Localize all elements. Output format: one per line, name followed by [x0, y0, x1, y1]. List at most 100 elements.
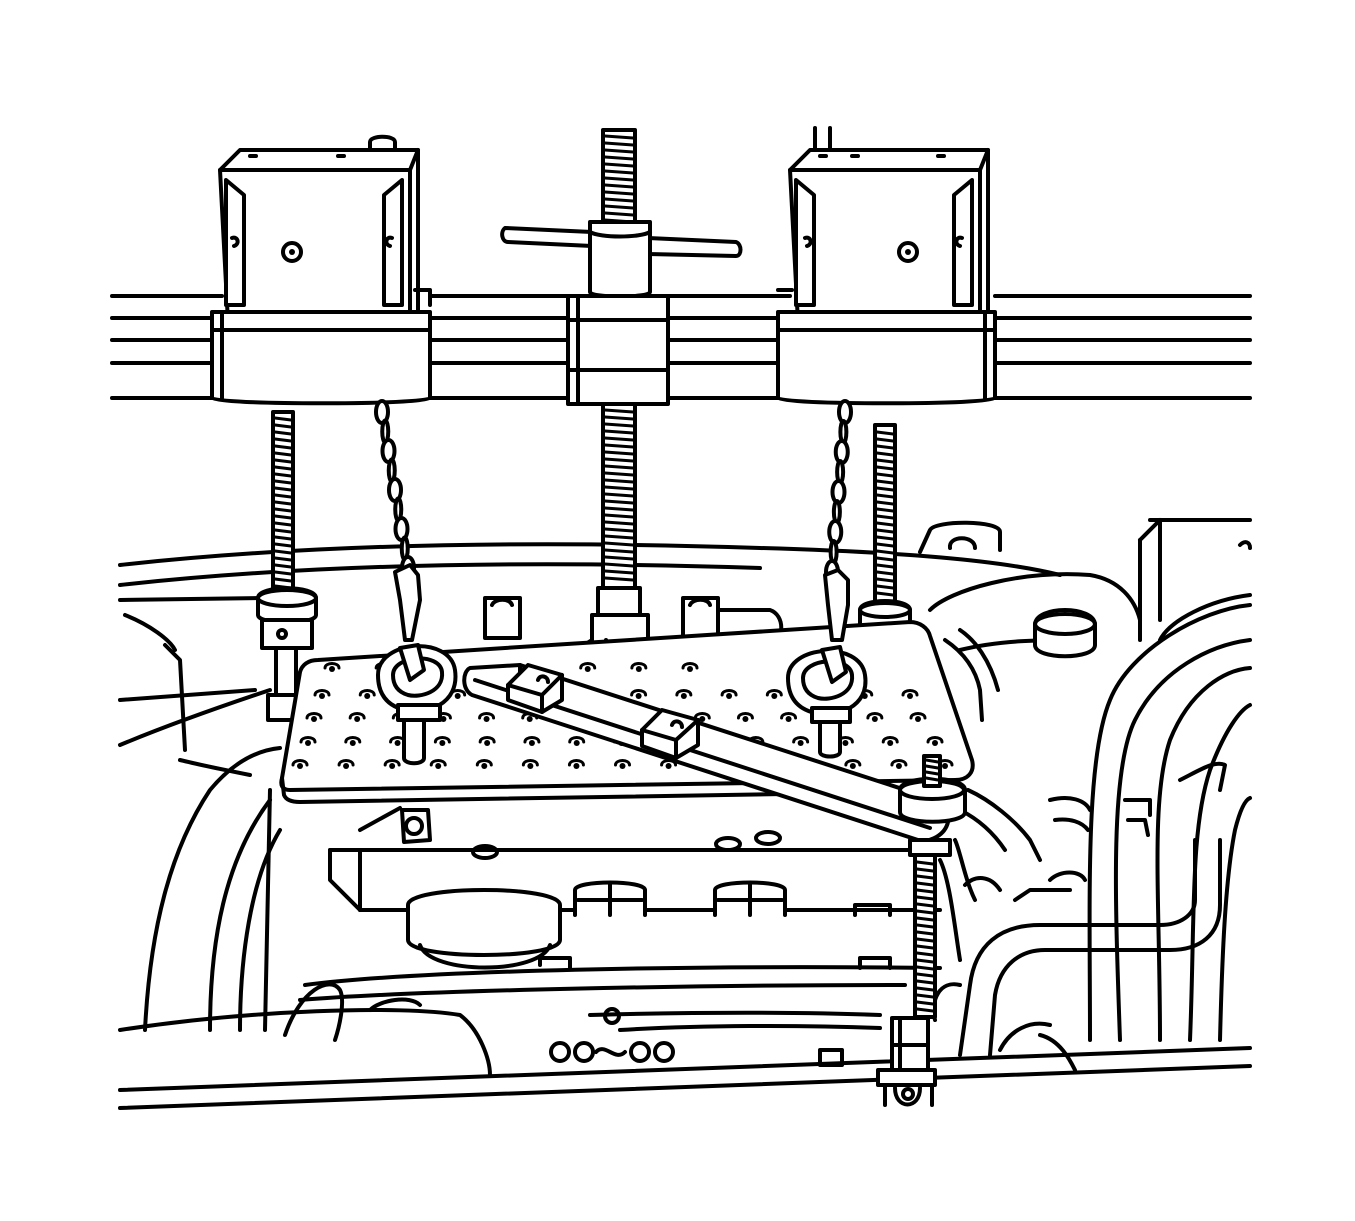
plate-hole	[337, 759, 355, 767]
plate-hole	[630, 689, 648, 697]
thread-line	[603, 471, 635, 477]
thread-line	[915, 993, 935, 999]
thread-line	[915, 874, 935, 880]
plate-hole	[344, 736, 362, 744]
thread-line	[915, 909, 935, 915]
thread-line	[875, 584, 895, 590]
thread-line	[875, 556, 895, 562]
plate-hole-dot	[364, 693, 371, 699]
plate-hole-dot	[699, 716, 706, 722]
plate-hole	[736, 712, 754, 720]
thread-line	[273, 465, 293, 471]
plate-hole	[475, 759, 493, 767]
thread-line	[273, 521, 293, 527]
thread-line	[875, 486, 895, 492]
plate-hole-dot	[785, 716, 792, 722]
thread-line	[915, 930, 935, 936]
thread-line	[603, 176, 635, 182]
plate-hole-dot	[573, 763, 580, 769]
thread-line	[915, 888, 935, 894]
thread-line	[603, 148, 635, 154]
plate-hole-dot	[354, 716, 361, 722]
thread-line	[915, 944, 935, 950]
plate-hole	[681, 662, 699, 670]
thread-line	[875, 500, 895, 506]
thread-line	[273, 556, 293, 562]
plate-hole-dot	[895, 763, 902, 769]
thread-line	[273, 570, 293, 576]
thread-line	[875, 458, 895, 464]
plate-hole	[579, 662, 597, 670]
thread-line	[603, 443, 635, 449]
thread-line	[924, 758, 940, 764]
plate-hole	[926, 736, 944, 744]
plate-hole-dot	[742, 716, 749, 722]
thread-line	[603, 155, 635, 161]
thread-line	[875, 437, 895, 443]
plate-hole	[383, 759, 401, 767]
plate-hole-dot	[849, 763, 856, 769]
plate-hole-dot	[528, 740, 535, 746]
plate-hole-dot	[329, 666, 335, 672]
plate-hole-dot	[680, 693, 687, 699]
plate-hole-dot	[526, 716, 533, 722]
right-lift-eye	[786, 568, 868, 759]
plate-hole	[358, 689, 376, 697]
plate-hole-dot	[439, 740, 446, 746]
plate-hole	[675, 689, 693, 697]
plate-hole	[478, 736, 496, 744]
plate-hole-dot	[319, 693, 325, 699]
thread-line	[273, 430, 293, 436]
thread-line	[603, 569, 635, 575]
thread-line	[273, 486, 293, 492]
thread-line	[603, 211, 635, 217]
plate-hole	[866, 712, 884, 720]
thread-line	[924, 770, 940, 776]
thread-line	[603, 576, 635, 582]
thread-line	[603, 183, 635, 189]
plate-hole-dot	[619, 763, 626, 769]
thread-line	[603, 169, 635, 175]
plate-hole-dot	[484, 740, 491, 746]
plate-hole-dot	[349, 740, 356, 746]
plate-hole	[429, 759, 447, 767]
thread-line	[915, 972, 935, 978]
thread-line	[273, 549, 293, 555]
plate-hole	[323, 662, 341, 670]
plate-hole-dot	[573, 740, 580, 746]
thread-line	[875, 472, 895, 478]
thread-line	[915, 951, 935, 957]
thread-line	[273, 416, 293, 422]
thread-line	[915, 881, 935, 887]
thread-line	[273, 451, 293, 457]
thread-line	[273, 542, 293, 548]
thread-line	[875, 465, 895, 471]
thread-line	[915, 1000, 935, 1006]
thread-line	[924, 764, 940, 770]
thread-line	[273, 472, 293, 478]
plate-hole-dot	[481, 763, 488, 769]
thread-line	[875, 563, 895, 569]
thread-line	[273, 563, 293, 569]
thread-line	[603, 190, 635, 196]
thread-line	[875, 444, 895, 450]
thread-line	[603, 499, 635, 505]
thread-line	[915, 965, 935, 971]
thread-line	[603, 548, 635, 554]
plate-hole	[291, 759, 309, 767]
thread-line	[875, 430, 895, 436]
thread-line	[603, 162, 635, 168]
thread-line	[273, 437, 293, 443]
plate-hole-dot	[584, 666, 591, 672]
thread-line	[603, 555, 635, 561]
thread-line	[875, 479, 895, 485]
lower-right-threaded-rod	[876, 838, 952, 1107]
plate-hole-dot	[771, 693, 778, 699]
thread-line	[603, 520, 635, 526]
thread-line	[603, 436, 635, 442]
plate-hole-dot	[527, 763, 534, 769]
plate-hole	[890, 759, 908, 767]
plate-hole-dot	[483, 716, 490, 722]
right-lift-chain	[824, 399, 853, 585]
